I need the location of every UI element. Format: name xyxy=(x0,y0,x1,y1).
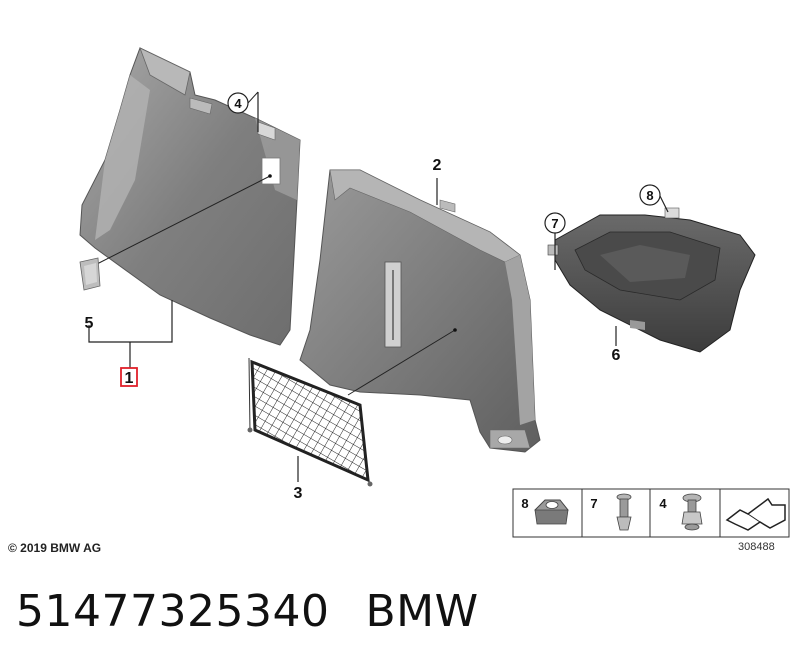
legend-label-8: 8 xyxy=(521,496,528,511)
cargo-net-part xyxy=(247,357,373,487)
parts-diagram: 1 2 3 4 5 6 7 8 8 7 4 xyxy=(79,47,790,538)
callout-7: 7 xyxy=(551,216,558,231)
brand-name: BMW xyxy=(365,586,479,637)
callout-6: 6 xyxy=(612,347,621,364)
callout-3: 3 xyxy=(294,485,303,502)
storage-compartment-part xyxy=(299,169,541,453)
drawing-number: 308488 xyxy=(738,541,775,553)
part-number: 51477325340 xyxy=(16,586,330,637)
part-caption: 51477325340 BMW xyxy=(16,586,479,637)
legend-label-7: 7 xyxy=(590,496,597,511)
tray-holder-part xyxy=(547,207,756,353)
callout-circle-7 xyxy=(544,212,566,234)
highlight-box xyxy=(120,367,138,387)
callout-circle-8 xyxy=(639,184,661,206)
leader-lines xyxy=(88,92,669,482)
bracket-arrow-icon xyxy=(725,497,786,531)
callout-5: 5 xyxy=(85,315,94,332)
side-trim-panel-part xyxy=(79,47,301,346)
callouts: 1 2 3 4 5 6 7 8 xyxy=(85,91,661,502)
copyright-text: © 2019 BMW AG xyxy=(8,541,102,555)
callout-4: 4 xyxy=(234,96,242,111)
callout-2: 2 xyxy=(433,157,442,174)
clip-icon xyxy=(616,493,632,531)
hardware-legend: 8 7 4 xyxy=(512,488,790,538)
small-cover-part xyxy=(79,257,101,291)
legend-label-4: 4 xyxy=(659,496,667,511)
callout-8: 8 xyxy=(646,188,653,203)
nut-icon xyxy=(534,499,569,525)
callout-1: 1 xyxy=(125,370,134,387)
expanding-rivet-icon xyxy=(681,493,703,531)
